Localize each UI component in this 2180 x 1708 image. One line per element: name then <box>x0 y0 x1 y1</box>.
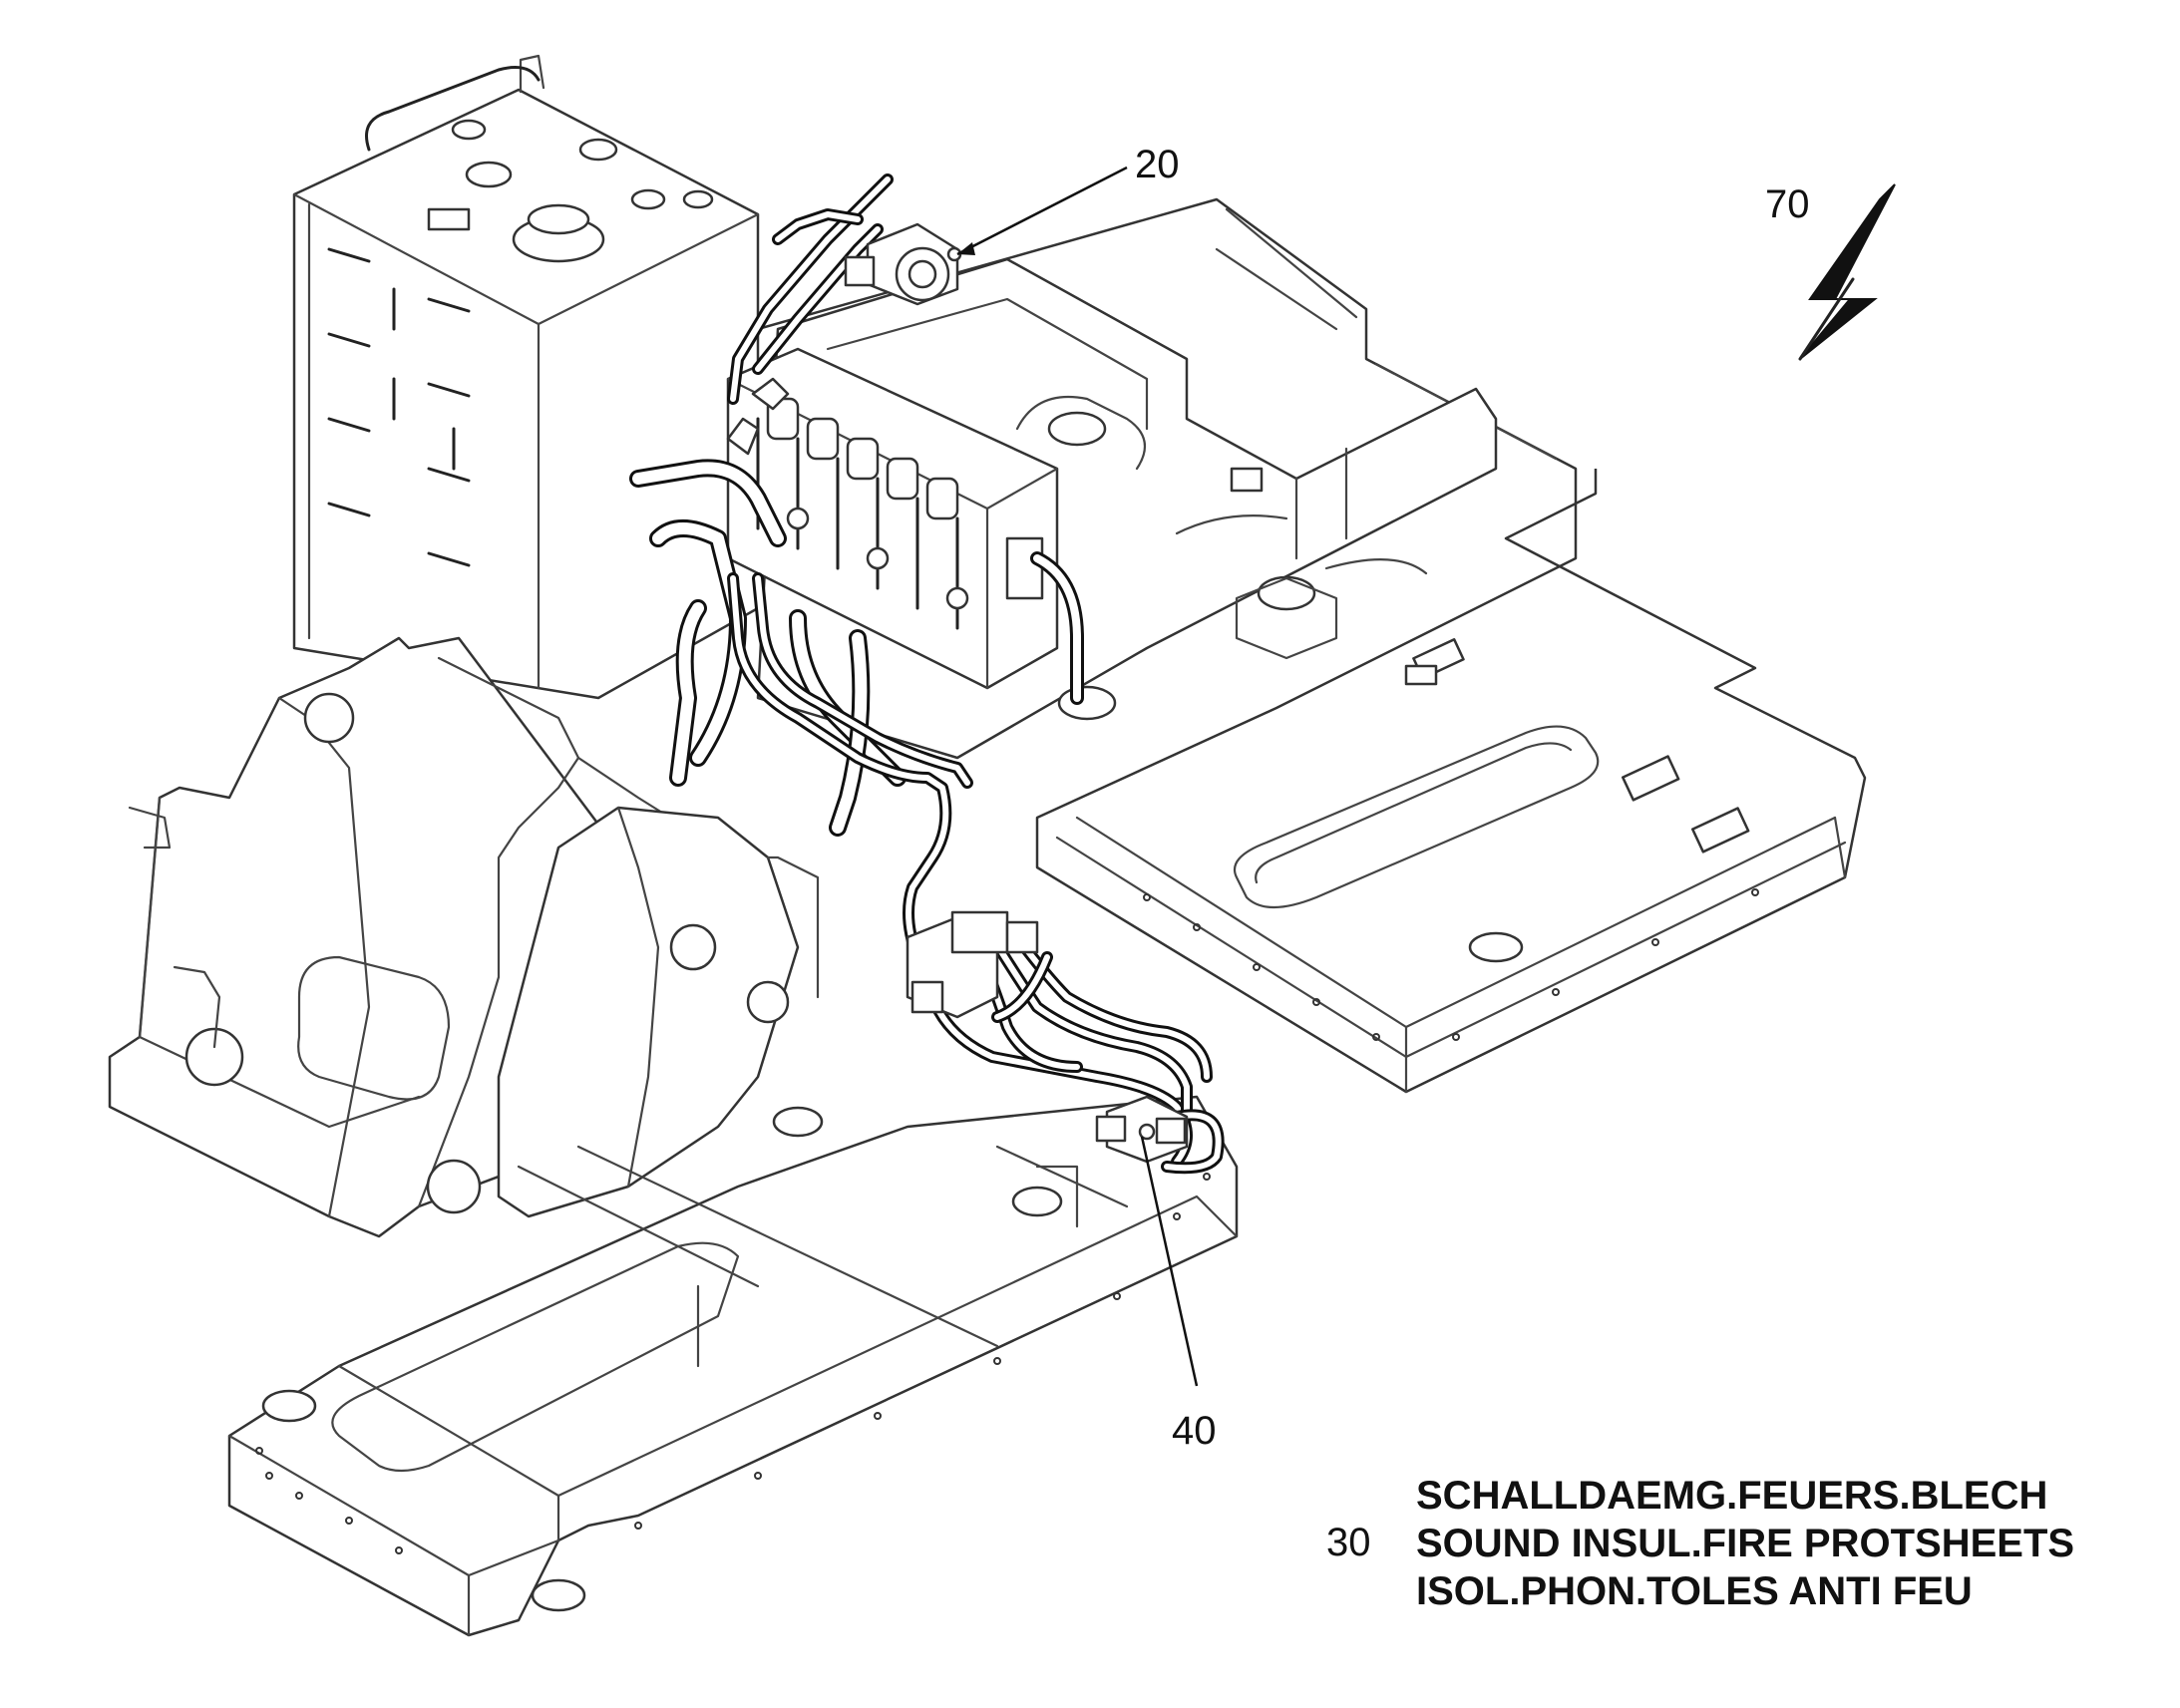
control-valve <box>726 347 1059 690</box>
hose-assembly <box>727 572 1225 1175</box>
leader-arrow-20 <box>957 242 975 255</box>
callout-20: 20 <box>1135 143 1180 186</box>
part-30-line-fr: ISOL.PHON.TOLES ANTI FEU <box>1416 1569 1973 1613</box>
part-30-line-en: SOUND INSUL.FIRE PROTSHEETS <box>1416 1522 2075 1565</box>
boom-plate-front <box>497 806 820 1218</box>
valve-item-40 <box>1095 1095 1189 1164</box>
leader-line-20 <box>956 166 1128 256</box>
callout-70: 70 <box>1765 182 1810 226</box>
lightning-bolt-outline <box>1798 277 1855 361</box>
undercarriage-frame <box>227 1095 1239 1637</box>
hydraulic-tank <box>292 54 760 700</box>
pilot-valve-item-20 <box>726 173 962 456</box>
callout-30: 30 <box>1326 1521 1371 1564</box>
part-30-line-de: SCHALLDAEMG.FEUERS.BLECH <box>1416 1474 2048 1518</box>
callout-40: 40 <box>1172 1409 1217 1453</box>
leader-line-40 <box>1140 1136 1199 1387</box>
lightning-bolt-icon <box>1799 183 1896 360</box>
